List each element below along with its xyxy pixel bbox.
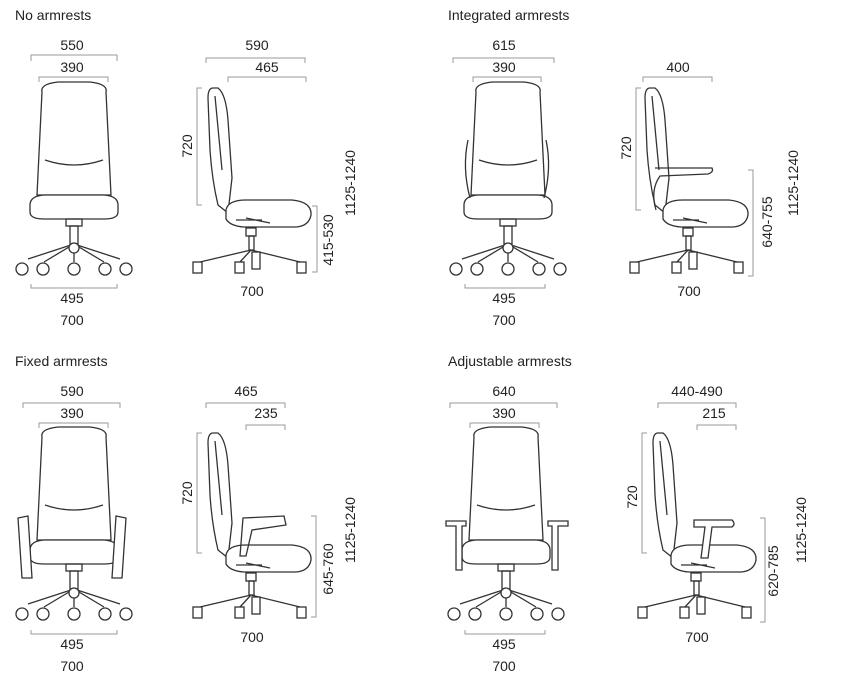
dim-back-width: 390 bbox=[60, 59, 84, 75]
dim-base-outer: 700 bbox=[492, 658, 516, 674]
dim-arm-height: 620-785 bbox=[765, 545, 781, 597]
fixed-armrest-side bbox=[239, 515, 287, 557]
title-integrated-armrests: Integrated armrests bbox=[448, 7, 570, 23]
dim-back-width: 390 bbox=[492, 59, 516, 75]
integrated-armrest-side bbox=[653, 167, 714, 211]
integrated-armrest-front-left bbox=[464, 139, 471, 199]
dim-side-base: 700 bbox=[240, 629, 264, 645]
dim-seat-height: 415-530 bbox=[320, 214, 336, 266]
dim-overall-width: 640 bbox=[492, 383, 516, 399]
dim-back-height: 720 bbox=[179, 134, 195, 158]
dim-base-outer: 700 bbox=[492, 312, 516, 328]
front-view-integrated-armrests bbox=[449, 81, 567, 276]
adjustable-armrest-front-left bbox=[445, 520, 467, 571]
side-view-integrated-armrests bbox=[629, 87, 749, 274]
dim-arm-height: 645-760 bbox=[320, 543, 336, 595]
panel-adjustable-armrests bbox=[445, 402, 766, 635]
dim-arm-offset: 235 bbox=[254, 405, 278, 421]
dim-back-width: 390 bbox=[60, 405, 84, 421]
panel-fixed-armrests bbox=[15, 402, 317, 635]
panel-integrated-armrests bbox=[449, 57, 754, 289]
dim-seat-depth: 465 bbox=[255, 59, 279, 75]
dim-side-base: 700 bbox=[240, 283, 264, 299]
dim-total-height: 1125-1240 bbox=[342, 150, 358, 216]
fixed-armrest-front-left bbox=[17, 515, 33, 579]
dim-overall-width: 550 bbox=[60, 37, 84, 53]
side-view-no-armrests bbox=[192, 87, 312, 274]
front-view-fixed-armrests bbox=[15, 426, 133, 621]
dim-overall-width: 590 bbox=[60, 383, 84, 399]
dim-back-height: 720 bbox=[179, 481, 195, 505]
dim-side-base: 700 bbox=[677, 283, 701, 299]
adjustable-armrest-side bbox=[693, 519, 735, 559]
dim-arm-offset: 215 bbox=[702, 405, 726, 421]
dim-total-height: 1125-1240 bbox=[342, 497, 358, 563]
title-no-armrests: No armrests bbox=[15, 7, 92, 23]
dim-base-outer: 700 bbox=[60, 312, 84, 328]
dim-base-inner: 495 bbox=[492, 636, 516, 652]
dim-base-outer: 700 bbox=[60, 658, 84, 674]
title-fixed-armrests: Fixed armrests bbox=[15, 353, 108, 369]
adjustable-armrest-front-right bbox=[547, 520, 569, 571]
dim-back-height: 720 bbox=[624, 485, 640, 509]
dim-back-width: 390 bbox=[492, 405, 516, 421]
dim-arm-depth: 400 bbox=[666, 59, 690, 75]
dim-total-height: 1125-1240 bbox=[785, 150, 801, 216]
side-view-fixed-armrests bbox=[192, 432, 312, 619]
dim-side-base: 700 bbox=[685, 629, 709, 645]
dim-depth: 440-490 bbox=[671, 383, 723, 399]
dim-depth: 590 bbox=[245, 37, 269, 53]
front-view-no-armrests bbox=[15, 81, 133, 276]
dim-base-inner: 495 bbox=[60, 290, 84, 306]
dim-depth: 465 bbox=[234, 383, 258, 399]
integrated-armrest-front-right bbox=[543, 139, 550, 199]
dim-overall-width: 615 bbox=[492, 37, 516, 53]
dim-base-inner: 495 bbox=[60, 636, 84, 652]
panel-no-armrests bbox=[15, 54, 318, 289]
dim-base-inner: 495 bbox=[492, 290, 516, 306]
dim-arm-height: 640-755 bbox=[759, 196, 775, 248]
dim-back-height: 720 bbox=[618, 136, 634, 160]
dim-total-height: 1125-1240 bbox=[793, 497, 809, 563]
fixed-armrest-front-right bbox=[111, 515, 127, 579]
title-adjustable-armrests: Adjustable armrests bbox=[448, 353, 572, 369]
